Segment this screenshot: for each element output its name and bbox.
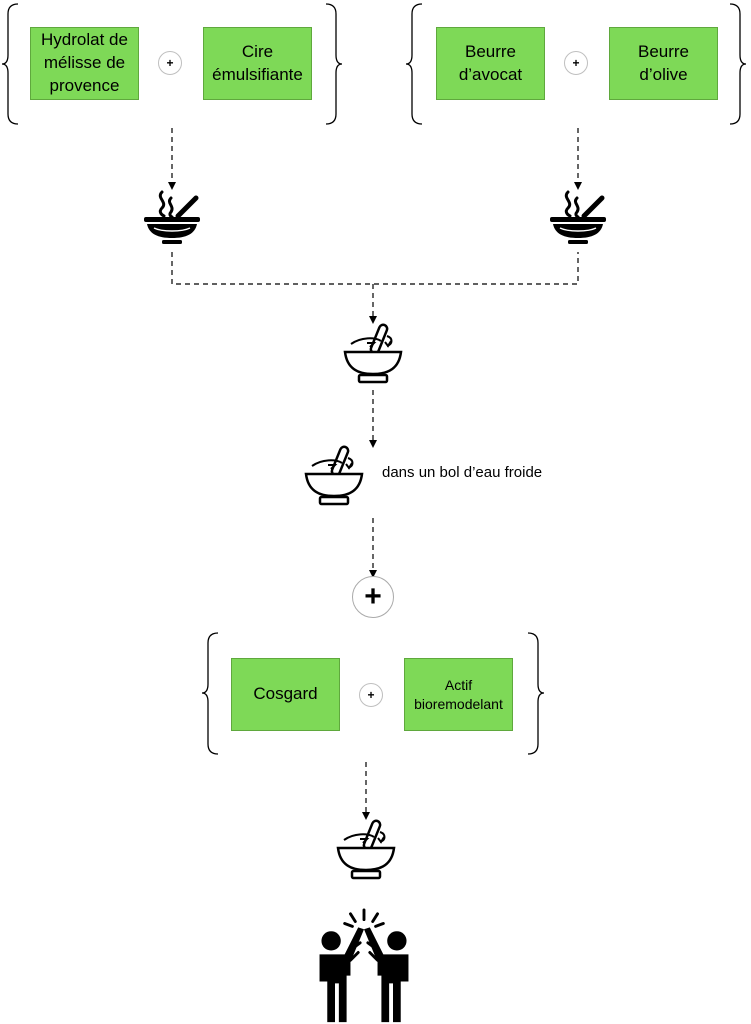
ingredient-beurre-avocat: Beurre d’avocat — [436, 27, 545, 100]
merge-line — [171, 252, 579, 285]
group-3-plus: + — [359, 683, 383, 707]
group-3-right-brace — [527, 632, 545, 755]
group-3-left-brace — [201, 632, 219, 755]
steaming-bowl-icon — [144, 192, 200, 244]
ingredient-hydrolat: Hydrolat de mélisse de provence — [30, 27, 139, 100]
ingredient-cire: Cire émulsifiante — [203, 27, 312, 100]
big-plus: + — [352, 576, 394, 618]
mortar-mixing-icon — [304, 444, 364, 506]
group-2-left-brace — [405, 3, 423, 125]
group-2-plus: + — [564, 51, 588, 75]
ingredient-beurre-olive: Beurre d’olive — [609, 27, 718, 100]
ingredient-actif-bioremodelant: Actif bioremodelant — [404, 658, 513, 731]
cold-water-note: dans un bol d’eau froide — [382, 464, 543, 481]
group-2-right-brace — [729, 3, 747, 125]
high-five-icon — [318, 908, 410, 1024]
group-1-plus: + — [158, 51, 182, 75]
mortar-mixing-icon — [336, 818, 396, 880]
ingredient-cosgard: Cosgard — [231, 658, 340, 731]
mortar-mixing-icon — [343, 322, 403, 384]
group-1-left-brace — [1, 3, 19, 125]
steaming-bowl-icon — [550, 192, 606, 244]
group-1-right-brace — [325, 3, 343, 125]
